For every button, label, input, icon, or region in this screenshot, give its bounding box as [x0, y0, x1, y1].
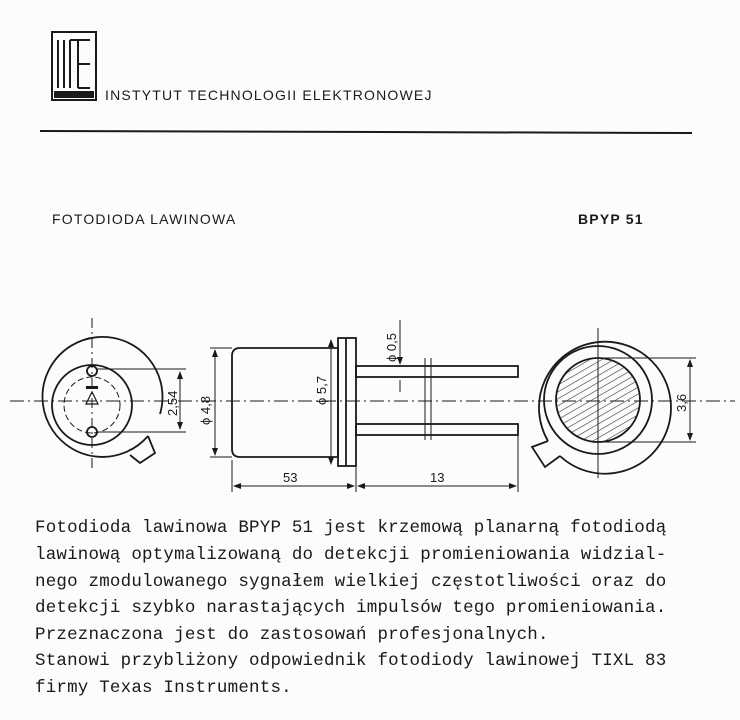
header-rule [39, 130, 693, 134]
description-line: detekcji szybko narastających impulsów t… [35, 598, 667, 618]
dim-lead-length: 13 [430, 470, 444, 485]
dim-body-diameter: ϕ 4,8 [198, 396, 213, 425]
side-view [210, 320, 519, 492]
ite-logo [51, 31, 97, 101]
dim-window: 3,6 [674, 394, 689, 412]
top-view [530, 328, 696, 478]
dim-body-length: 53 [283, 470, 297, 485]
diode-symbol-icon [85, 386, 99, 405]
bottom-view [41, 318, 186, 472]
institute-name: INSTYTUT TECHNOLOGII ELEKTRONOWEJ [105, 87, 433, 103]
dim-flange-diameter: ϕ 5,7 [314, 376, 329, 405]
description-line: firmy Texas Instruments. [35, 678, 292, 698]
description-line: Przeznaczona jest do zastosowań profesjo… [35, 625, 549, 645]
dim-lead-diameter: ϕ 0,5 [384, 333, 399, 362]
product-type: FOTODIODA LAWINOWA [52, 211, 237, 227]
dim-pitch: 2,54 [165, 391, 180, 416]
description-line: Stanowi przybliżony odpowiednik fotodiod… [35, 651, 667, 671]
description-line: nego zmodulowanego sygnałem wielkiej czę… [35, 572, 667, 592]
description-line: lawinową optymalizowaną do detekcji prom… [35, 545, 667, 565]
model-number: BPYP 51 [578, 211, 644, 227]
description-line: Fotodioda lawinowa BPYP 51 jest krzemową… [35, 518, 667, 538]
